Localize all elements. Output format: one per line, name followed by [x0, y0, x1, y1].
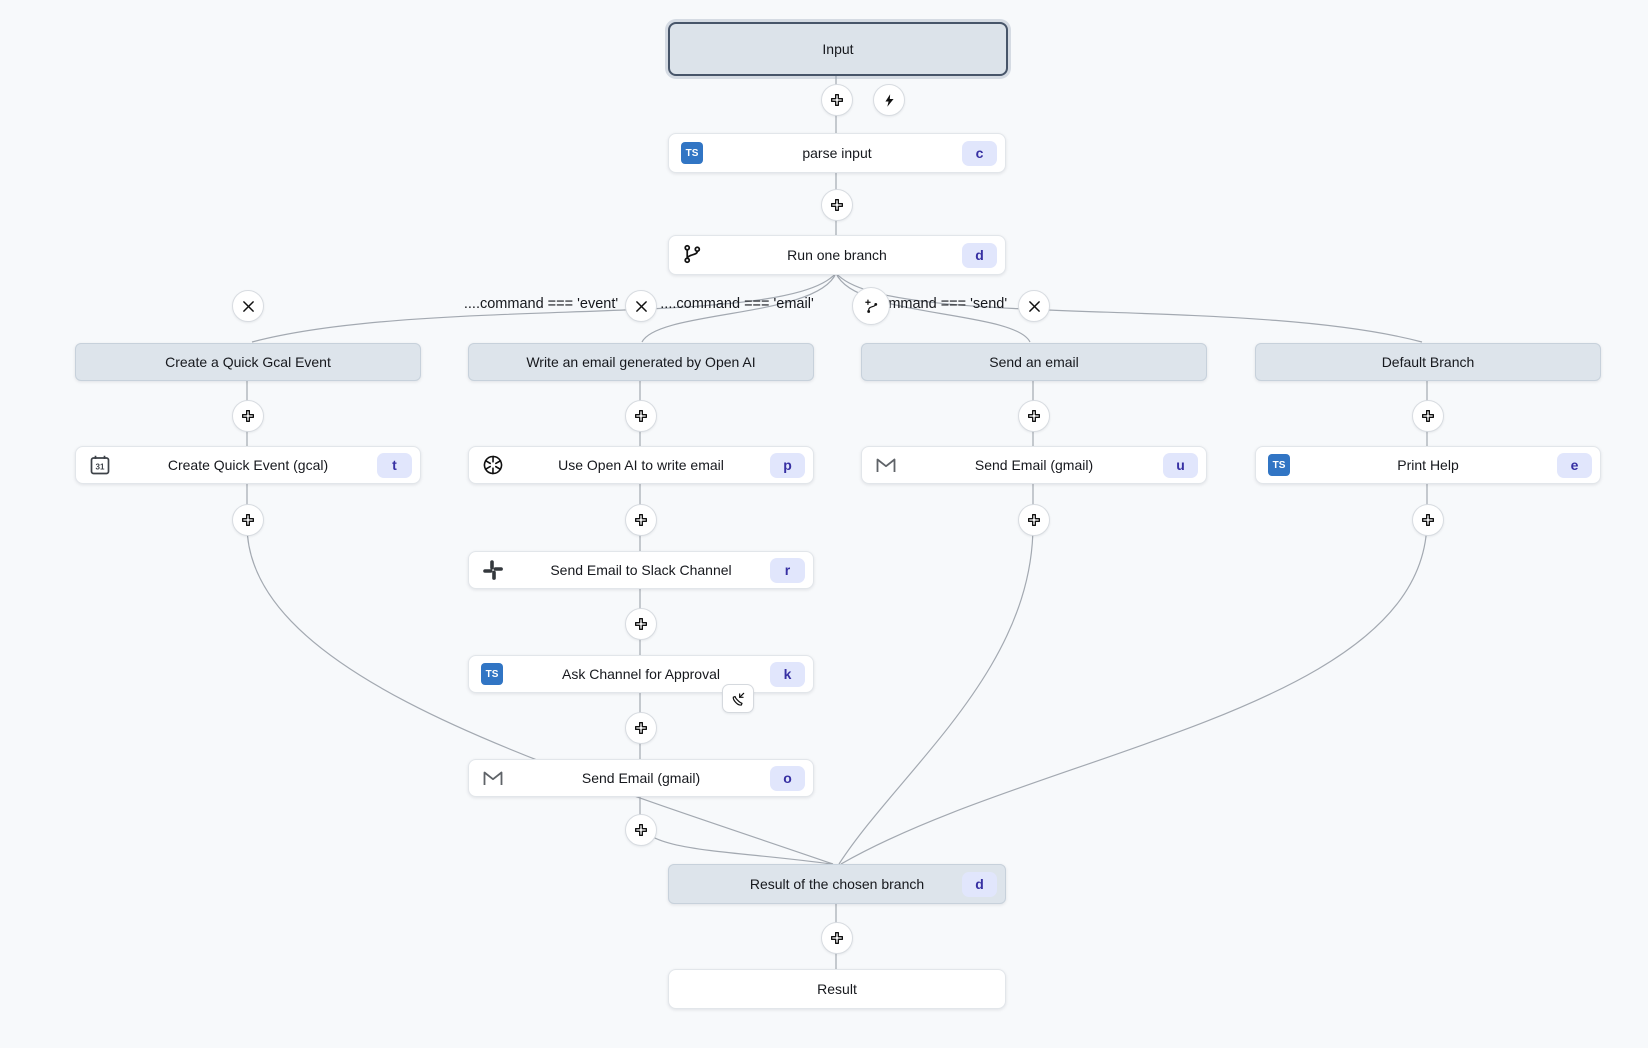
plus-icon	[831, 199, 843, 211]
node-openai-write-email[interactable]: Use Open AI to write email p	[468, 446, 814, 484]
node-result[interactable]: Result	[668, 969, 1006, 1009]
step-id-badge: r	[770, 557, 805, 583]
delete-branch-button[interactable]	[232, 290, 264, 322]
branch-condition-label: ....command === 'event'	[463, 296, 619, 312]
branch-condition-label: ....command === 'email'	[660, 296, 814, 312]
add-branch-button[interactable]	[852, 287, 890, 325]
step-id-badge: p	[770, 452, 805, 478]
plus-icon	[635, 514, 647, 526]
node-send-email-gmail[interactable]: Send Email (gmail) o	[468, 759, 814, 797]
add-step-button[interactable]	[625, 712, 657, 744]
add-step-button[interactable]	[625, 504, 657, 536]
step-id-badge: e	[1557, 452, 1592, 478]
plus-icon	[635, 824, 647, 836]
delete-branch-button[interactable]	[1018, 290, 1050, 322]
delete-branch-button[interactable]	[625, 290, 657, 322]
add-step-button[interactable]	[821, 84, 853, 116]
trigger-button[interactable]	[873, 84, 905, 116]
step-id-badge: d	[962, 242, 997, 268]
node-parse-input[interactable]: TS parse input c	[668, 133, 1006, 173]
typescript-icon: TS	[1268, 454, 1290, 476]
phone-incoming-icon	[732, 692, 745, 706]
gmail-icon	[481, 766, 505, 790]
branch-header[interactable]: Write an email generated by Open AI	[468, 343, 814, 381]
branch-plus-icon	[864, 299, 877, 313]
add-step-button[interactable]	[625, 814, 657, 846]
plus-icon	[831, 932, 843, 944]
step-id-badge: t	[377, 452, 412, 478]
plus-icon	[635, 722, 647, 734]
node-result-branch[interactable]: Result of the chosen branch d	[668, 864, 1006, 904]
node-run-one-branch[interactable]: Run one branch d	[668, 235, 1006, 275]
plus-icon	[242, 410, 254, 422]
node-create-quick-event[interactable]: 31 Create Quick Event (gcal) t	[75, 446, 421, 484]
x-icon	[1028, 300, 1040, 312]
openai-icon	[481, 453, 505, 477]
step-id-badge: c	[962, 140, 997, 166]
node-input-label: Input	[822, 41, 854, 57]
x-icon	[635, 300, 647, 312]
gmail-icon	[874, 453, 898, 477]
node-send-email-gmail[interactable]: Send Email (gmail) u	[861, 446, 1207, 484]
node-print-help[interactable]: TS Print Help e	[1255, 446, 1601, 484]
add-step-button[interactable]	[821, 922, 853, 954]
slack-icon	[481, 558, 505, 582]
step-id-badge: u	[1163, 452, 1198, 478]
add-step-button[interactable]	[821, 189, 853, 221]
lightning-icon	[884, 93, 894, 107]
x-icon	[242, 300, 254, 312]
node-parse-input-label: parse input	[802, 145, 872, 161]
step-id-badge: d	[962, 871, 997, 897]
step-id-badge: k	[770, 661, 805, 687]
add-step-button[interactable]	[625, 400, 657, 432]
add-step-button[interactable]	[1412, 504, 1444, 536]
branch-header[interactable]: Send an email	[861, 343, 1207, 381]
plus-icon	[831, 94, 843, 106]
branch-header[interactable]: Default Branch	[1255, 343, 1601, 381]
plus-icon	[1422, 410, 1434, 422]
add-step-button[interactable]	[232, 400, 264, 432]
svg-text:31: 31	[96, 463, 105, 472]
add-step-button[interactable]	[1018, 504, 1050, 536]
plus-icon	[242, 514, 254, 526]
node-input[interactable]: Input	[668, 22, 1008, 76]
add-step-button[interactable]	[625, 608, 657, 640]
node-run-one-branch-label: Run one branch	[787, 247, 887, 263]
plus-icon	[1028, 410, 1040, 422]
step-id-badge: o	[770, 765, 805, 791]
add-step-button[interactable]	[1412, 400, 1444, 432]
suspend-approval-indicator[interactable]	[722, 684, 754, 713]
typescript-icon: TS	[481, 663, 503, 685]
calendar-icon: 31	[88, 453, 112, 477]
add-step-button[interactable]	[1018, 400, 1050, 432]
plus-icon	[1422, 514, 1434, 526]
git-branch-icon	[681, 243, 704, 266]
node-send-email-slack[interactable]: Send Email to Slack Channel r	[468, 551, 814, 589]
add-step-button[interactable]	[232, 504, 264, 536]
branch-condition-label: ....command === 'send'	[856, 296, 1008, 312]
plus-icon	[635, 410, 647, 422]
node-ask-channel-approval[interactable]: TS Ask Channel for Approval k	[468, 655, 814, 693]
plus-icon	[1028, 514, 1040, 526]
typescript-icon: TS	[681, 142, 703, 164]
plus-icon	[635, 618, 647, 630]
branch-header[interactable]: Create a Quick Gcal Event	[75, 343, 421, 381]
